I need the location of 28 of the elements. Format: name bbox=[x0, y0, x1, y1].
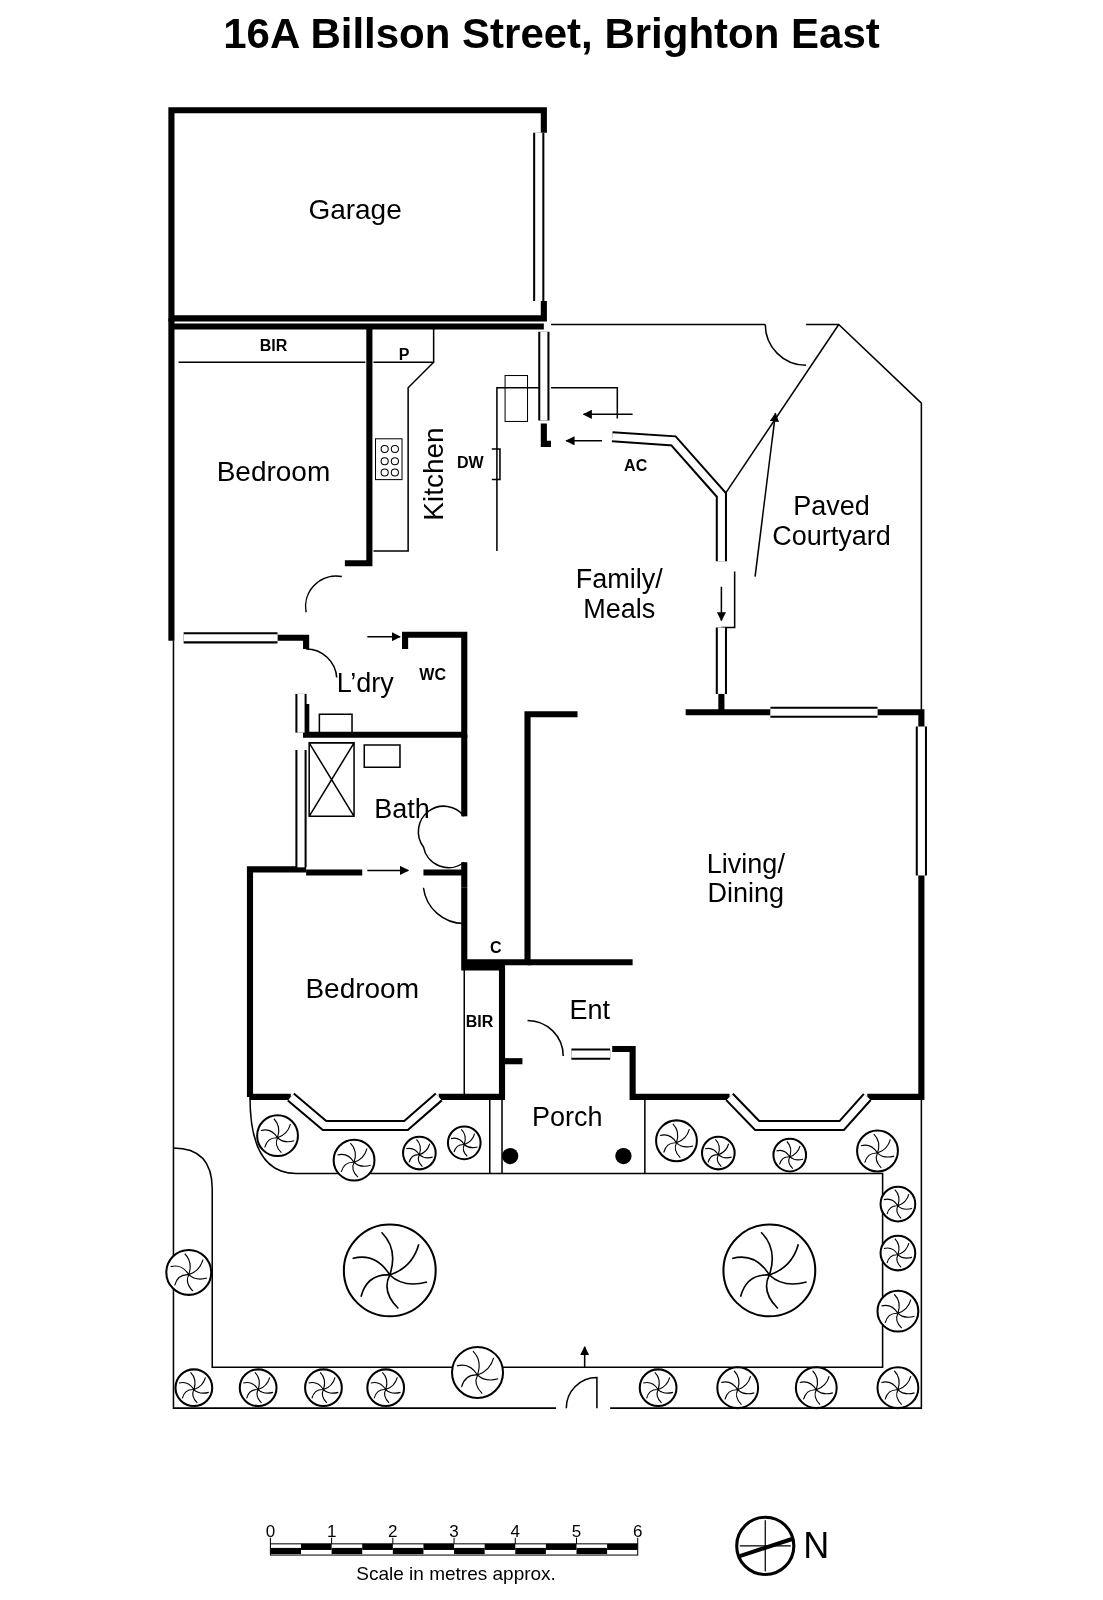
fixture-label: AC bbox=[624, 457, 648, 476]
room-label: Bath bbox=[374, 795, 430, 825]
scale-number: 4 bbox=[510, 1522, 520, 1541]
scale-caption: Scale in metres approx. bbox=[356, 1563, 556, 1585]
room-label: Bedroom bbox=[216, 457, 331, 488]
scale-number: 1 bbox=[326, 1522, 337, 1541]
plan-title: 16A Billson Street, Brighton East bbox=[222, 10, 881, 58]
scale-number: 6 bbox=[633, 1522, 643, 1541]
scale-number: 2 bbox=[388, 1522, 398, 1541]
room-label: Family/ Meals bbox=[574, 565, 664, 625]
room-label: BIR bbox=[259, 337, 288, 355]
room-label: C bbox=[490, 939, 502, 957]
scale-number: 5 bbox=[571, 1522, 582, 1541]
room-label: BIR bbox=[465, 1013, 494, 1032]
room-label: Porch bbox=[532, 1103, 603, 1134]
room-label: Kitchen bbox=[418, 427, 450, 522]
scale-number: 3 bbox=[449, 1522, 459, 1541]
room-label: P bbox=[398, 346, 410, 364]
fixture-label: DW bbox=[457, 454, 484, 473]
room-label: Living/ Dining bbox=[705, 849, 786, 910]
room-label: Ent bbox=[569, 996, 610, 1026]
room-label: Bedroom bbox=[305, 973, 420, 1005]
scale-number: 0 bbox=[265, 1522, 276, 1541]
room-label: Paved Courtyard bbox=[771, 492, 892, 553]
room-label: Garage bbox=[308, 194, 402, 226]
room-label: WC bbox=[419, 666, 446, 685]
north-label: N bbox=[803, 1526, 830, 1566]
room-label: L’dry bbox=[336, 668, 394, 699]
